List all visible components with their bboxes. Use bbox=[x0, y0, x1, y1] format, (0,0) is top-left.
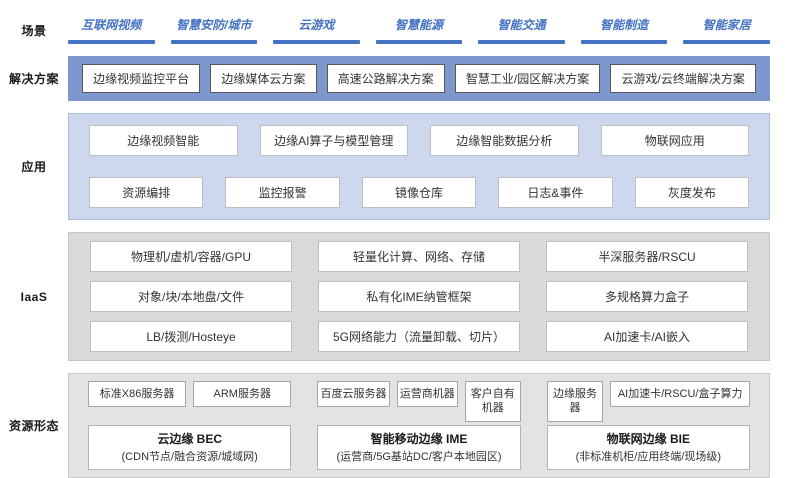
application-box: 边缘视频智能 bbox=[89, 125, 238, 156]
resource-group-bec: 标准X86服务器 ARM服务器 云边缘 BEC (CDN节点/融合资源/城域网) bbox=[88, 381, 292, 470]
iaas-box: 5G网络能力（流量卸载、切片） bbox=[318, 321, 520, 352]
machine-box: ARM服务器 bbox=[193, 381, 292, 408]
scene-item: 智慧安防/城市 bbox=[170, 16, 258, 44]
iaas-row-3: LB/拨测/Hosteye 5G网络能力（流量卸载、切片） AI加速卡/AI嵌入 bbox=[90, 321, 748, 352]
resource-edge-subtitle: (非标准机柜/应用终端/现场级) bbox=[575, 451, 722, 463]
scene-item-label: 智能交通 bbox=[497, 18, 546, 32]
machine-box: 客户自有机器 bbox=[464, 381, 521, 422]
iaas-box: 私有化IME纳管框架 bbox=[318, 281, 520, 312]
iaas-row-1: 物理机/虚机/容器/GPU 轻量化计算、网络、存储 半深服务器/RSCU bbox=[90, 241, 748, 272]
scene-layer-label: 场景 bbox=[21, 23, 47, 38]
scene-item: 互联网视频 bbox=[68, 16, 155, 44]
layer-applications: 应用 边缘视频智能 边缘AI算子与模型管理 边缘智能数据分析 物联网应用 资源编… bbox=[0, 113, 770, 220]
applications-layer-label: 应用 bbox=[21, 160, 47, 174]
scene-item: 智能制造 bbox=[580, 16, 668, 44]
scene-item-label: 智慧能源 bbox=[395, 18, 444, 32]
application-box: 灰度发布 bbox=[634, 177, 750, 208]
scene-underline bbox=[580, 40, 668, 44]
application-box: 边缘AI算子与模型管理 bbox=[259, 125, 408, 156]
machine-row: 标准X86服务器 ARM服务器 bbox=[88, 381, 292, 419]
scene-item-label: 智能制造 bbox=[600, 18, 649, 32]
iaas-band: 物理机/虚机/容器/GPU 轻量化计算、网络、存储 半深服务器/RSCU 对象/… bbox=[68, 232, 770, 361]
scene-item-label: 互联网视频 bbox=[81, 18, 142, 32]
machine-box: 边缘服务器 bbox=[546, 381, 604, 422]
scene-underline bbox=[273, 40, 360, 44]
resource-edge-title: 物联网边缘 BIE bbox=[606, 432, 690, 446]
scene-item: 云游戏 bbox=[273, 16, 360, 44]
solution-box: 边缘视频监控平台 bbox=[82, 64, 201, 93]
resource-group-ime: 百度云服务器 运营商机器 客户自有机器 智能移动边缘 IME (运营商/5G基站… bbox=[317, 381, 521, 470]
application-box: 日志&事件 bbox=[498, 177, 613, 208]
machine-row: 百度云服务器 运营商机器 客户自有机器 bbox=[317, 381, 521, 422]
resource-edge-subtitle: (运营商/5G基站DC/客户本地园区) bbox=[336, 451, 502, 463]
resource-edge-card: 云边缘 BEC (CDN节点/融合资源/城域网) bbox=[88, 425, 292, 470]
iaas-box: AI加速卡/AI嵌入 bbox=[546, 321, 748, 352]
iaas-box: 半深服务器/RSCU bbox=[546, 241, 748, 272]
resource-edge-card: 物联网边缘 BIE (非标准机柜/应用终端/现场级) bbox=[546, 425, 750, 470]
machine-box: 标准X86服务器 bbox=[88, 381, 187, 408]
iaas-box: LB/拨测/Hosteye bbox=[90, 321, 292, 352]
scene-item: 智能家居 bbox=[683, 16, 771, 44]
applications-row-2: 资源编排 监控报警 镜像仓库 日志&事件 灰度发布 bbox=[89, 177, 750, 208]
iaas-box: 物理机/虚机/容器/GPU bbox=[90, 241, 292, 272]
scene-item: 智慧能源 bbox=[375, 16, 463, 44]
resources-band: 标准X86服务器 ARM服务器 云边缘 BEC (CDN节点/融合资源/城域网)… bbox=[68, 373, 770, 478]
machine-box: 运营商机器 bbox=[396, 381, 458, 408]
solution-box: 边缘媒体云方案 bbox=[210, 64, 317, 93]
machine-row: 边缘服务器 AI加速卡/RSCU/盒子算力 bbox=[546, 381, 750, 422]
applications-band: 边缘视频智能 边缘AI算子与模型管理 边缘智能数据分析 物联网应用 资源编排 监… bbox=[68, 113, 770, 220]
solutions-band: 边缘视频监控平台 边缘媒体云方案 高速公路解决方案 智慧工业/园区解决方案 云游… bbox=[68, 56, 770, 101]
application-box: 监控报警 bbox=[225, 177, 340, 208]
scene-underline bbox=[375, 40, 463, 44]
scene-item-label: 云游戏 bbox=[298, 18, 335, 32]
scene-underline bbox=[478, 40, 565, 44]
layer-scene: 场景 互联网视频 智慧安防/城市 云游戏 智慧能源 bbox=[0, 16, 771, 44]
application-box: 边缘智能数据分析 bbox=[430, 125, 579, 156]
application-box: 资源编排 bbox=[89, 177, 204, 208]
architecture-diagram: 场景 互联网视频 智慧安防/城市 云游戏 智慧能源 bbox=[0, 16, 771, 478]
iaas-box: 轻量化计算、网络、存储 bbox=[318, 241, 520, 272]
scene-underline bbox=[683, 40, 771, 44]
application-box: 镜像仓库 bbox=[361, 177, 477, 208]
scene-item: 智能交通 bbox=[478, 16, 565, 44]
scene-underline bbox=[170, 40, 258, 44]
layer-iaas: IaaS 物理机/虚机/容器/GPU 轻量化计算、网络、存储 半深服务器/RSC… bbox=[0, 232, 770, 361]
machine-box: AI加速卡/RSCU/盒子算力 bbox=[610, 381, 750, 408]
scene-item-label: 智能家居 bbox=[702, 18, 751, 32]
solution-box: 云游戏/云终端解决方案 bbox=[610, 64, 756, 93]
scene-tab-list: 互联网视频 智慧安防/城市 云游戏 智慧能源 智能交通 bbox=[68, 16, 771, 44]
layer-resources: 资源形态 标准X86服务器 ARM服务器 云边缘 BEC (CDN节点/融合资源… bbox=[0, 373, 770, 478]
resource-edge-title: 云边缘 BEC bbox=[157, 432, 222, 446]
resource-edge-card: 智能移动边缘 IME (运营商/5G基站DC/客户本地园区) bbox=[317, 425, 521, 470]
applications-row-1: 边缘视频智能 边缘AI算子与模型管理 边缘智能数据分析 物联网应用 bbox=[89, 125, 749, 156]
scene-item-label: 智慧安防/城市 bbox=[176, 18, 252, 32]
iaas-box: 多规格算力盒子 bbox=[546, 281, 748, 312]
iaas-box: 对象/块/本地盘/文件 bbox=[90, 281, 292, 312]
machine-box: 百度云服务器 bbox=[317, 381, 390, 408]
solutions-layer-label: 解决方案 bbox=[8, 72, 59, 86]
resource-group-bie: 边缘服务器 AI加速卡/RSCU/盒子算力 物联网边缘 BIE (非标准机柜/应… bbox=[546, 381, 750, 470]
iaas-row-2: 对象/块/本地盘/文件 私有化IME纳管框架 多规格算力盒子 bbox=[90, 281, 748, 312]
iaas-layer-label: IaaS bbox=[20, 289, 48, 304]
resource-edge-subtitle: (CDN节点/融合资源/城域网) bbox=[121, 451, 258, 463]
solution-box: 智慧工业/园区解决方案 bbox=[454, 64, 601, 93]
resources-layer-label: 资源形态 bbox=[8, 419, 59, 433]
scene-underline bbox=[68, 40, 155, 44]
resource-edge-title: 智能移动边缘 IME bbox=[370, 432, 468, 446]
solution-box: 高速公路解决方案 bbox=[326, 64, 445, 93]
application-box: 物联网应用 bbox=[600, 125, 749, 156]
layer-solutions: 解决方案 边缘视频监控平台 边缘媒体云方案 高速公路解决方案 智慧工业/园区解决… bbox=[0, 56, 770, 101]
